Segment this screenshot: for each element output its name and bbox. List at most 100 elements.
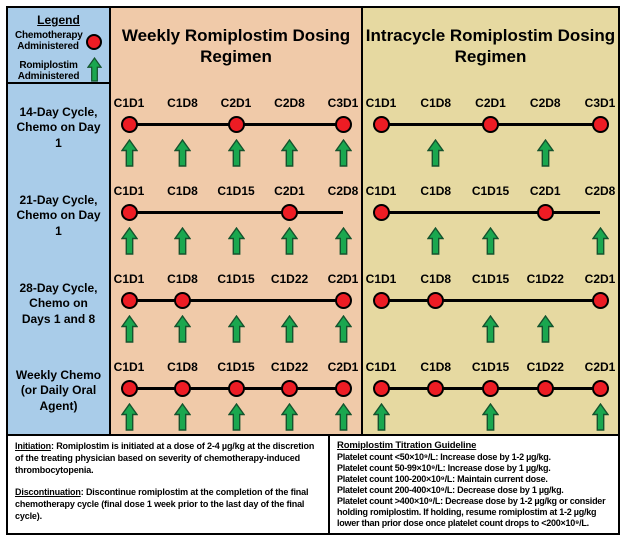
romiplostim-arrow-icon — [591, 403, 609, 431]
arrow-slot — [363, 227, 399, 255]
timepoint-label: C1D8 — [165, 357, 201, 377]
initiation-discontinuation-box: Initiation: Romiplostim is initiated at … — [8, 436, 330, 533]
romiplostim-arrow-icon — [334, 403, 352, 431]
legend-romiplostim-label: Romiplostim Administered — [17, 59, 80, 82]
chemo-circle-icon — [334, 291, 352, 309]
timepoint-label-text: C2D1 — [584, 272, 616, 286]
romiplostim-arrows — [111, 403, 361, 431]
arrow-slot — [527, 315, 563, 343]
arrow-slot — [272, 227, 308, 255]
timepoint-label: C1D1 — [111, 181, 147, 201]
timepoint-label-text: C1D15 — [217, 184, 255, 198]
timepoint-label: C1D15 — [217, 181, 255, 201]
titration-guideline-box: Romiplostim Titration Guideline Platelet… — [330, 436, 618, 533]
timeline-tick — [325, 115, 361, 133]
timepoint-label: C1D15 — [217, 357, 254, 377]
intracycle-column-header: Intracycle Romiplostim Dosing Regimen — [363, 8, 618, 84]
arrow-slot — [111, 227, 147, 255]
timeline-line — [129, 210, 343, 214]
arrow-slot — [218, 403, 254, 431]
arrow-slot — [473, 403, 509, 431]
row-label: 14-Day Cycle, Chemo on Day 1 — [8, 84, 111, 172]
timepoint-label: C2D1 — [582, 357, 618, 377]
timepoint-label-text: C1D22 — [526, 272, 564, 286]
timepoint-label-text: C1D8 — [167, 184, 198, 198]
romiplostim-arrows — [111, 227, 361, 255]
romiplostim-arrow-icon — [227, 139, 245, 167]
arrow-slot — [325, 227, 361, 255]
timepoint-label-text: C1D22 — [526, 360, 564, 374]
timepoint-label-text: C1D8 — [167, 96, 198, 110]
romiplostim-arrow-icon — [120, 403, 138, 431]
arrow-slot — [218, 139, 254, 167]
arrow-slot — [363, 139, 399, 167]
chemo-circle-icon — [482, 379, 499, 397]
arrow-slot — [325, 315, 361, 343]
timepoint-label: C1D8 — [165, 181, 201, 201]
arrow-slot — [272, 315, 308, 343]
arrow-slot — [218, 227, 254, 255]
chemo-circle-icon — [227, 379, 245, 397]
row-label: 28-Day Cycle, Chemo on Days 1 and 8 — [8, 260, 111, 348]
arrow-slot — [473, 139, 509, 167]
romiplostim-arrow-icon — [86, 56, 102, 82]
timepoint-label: C2D8 — [527, 93, 563, 113]
arrow-slot — [527, 139, 563, 167]
timepoint-label: C3D1 — [325, 93, 361, 113]
timepoint-label-text: C2D8 — [274, 96, 305, 110]
timepoint-label-text: C1D22 — [270, 360, 309, 374]
arrow-slot — [527, 227, 563, 255]
initiation-text: : Romiplostim is initiated at a dose of … — [15, 441, 315, 475]
timeline-tick — [165, 291, 201, 309]
timepoint-label: C2D1 — [582, 269, 618, 289]
timepoint-label: C1D22 — [526, 357, 564, 377]
timeline-tick — [363, 115, 399, 133]
titration-guideline-line: Platelet count >400×10⁹/L: Decrease dose… — [337, 495, 606, 528]
timepoint-label-text: C1D1 — [113, 96, 145, 110]
timeline-track — [363, 201, 618, 223]
arrow-slot — [363, 403, 399, 431]
romiplostim-arrow-icon — [281, 403, 298, 431]
timepoint-label-text: C1D8 — [167, 360, 198, 374]
chemo-circle-icon — [334, 115, 352, 133]
timeline-track — [111, 377, 361, 399]
timepoint-label-text: C2D8 — [529, 96, 561, 110]
discontinuation-note: Discontinuation: Discontinue romiplostim… — [15, 487, 320, 523]
timeline-line — [129, 298, 343, 302]
timepoint-label: C1D8 — [418, 181, 454, 201]
romiplostim-arrow-icon — [120, 315, 138, 343]
discontinuation-text: : Discontinue romiplostim at the complet… — [15, 486, 309, 521]
chemo-circle-icon — [120, 291, 138, 309]
timeline-tick — [111, 203, 147, 221]
titration-guideline-line: Platelet count 100-200×10⁹/L: Maintain c… — [337, 473, 548, 484]
timepoint-label-text: C1D8 — [420, 184, 452, 198]
timepoint-label-text: C2D1 — [529, 184, 561, 198]
timepoint-label-text: C1D1 — [365, 272, 397, 286]
legend-title: Legend — [37, 13, 80, 27]
romiplostim-arrow-icon — [227, 403, 245, 431]
arrow-slot — [418, 139, 454, 167]
timepoint-label: C1D15 — [472, 269, 509, 289]
timepoint-label: C1D22 — [526, 269, 564, 289]
chemo-circle-icon — [372, 291, 390, 309]
timeline-tick — [418, 379, 454, 397]
timeline-tick — [218, 115, 254, 133]
titration-guideline-line: Platelet count <50×10⁹/L: Increase dose … — [337, 452, 551, 462]
timeline-tick — [582, 291, 618, 309]
timepoint-label-text: C3D1 — [327, 96, 359, 110]
initiation-label: Initiation — [15, 441, 51, 451]
dosing-diagram: Legend Chemotherapy Administered Romiplo… — [6, 6, 620, 535]
chemo-circle-icon — [281, 379, 298, 397]
timepoint-label: C1D15 — [217, 269, 254, 289]
chemo-circle-icon — [482, 115, 499, 133]
